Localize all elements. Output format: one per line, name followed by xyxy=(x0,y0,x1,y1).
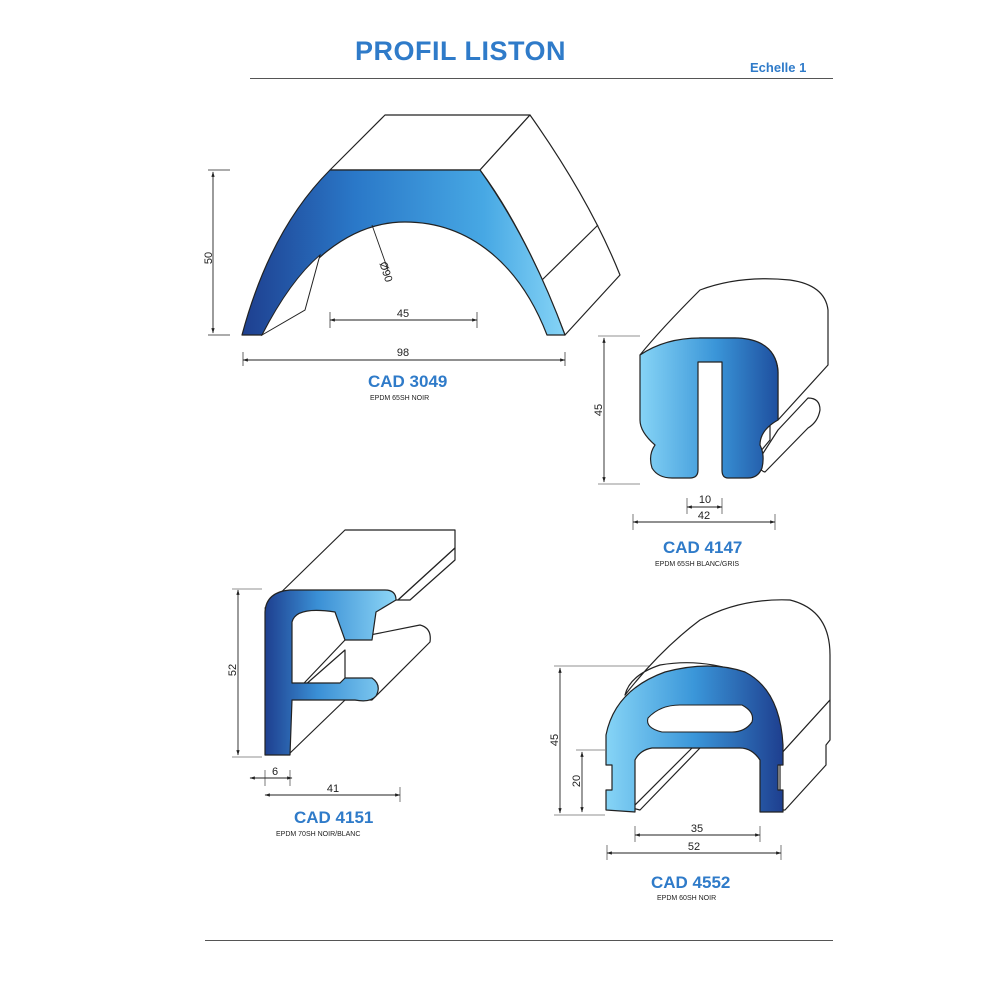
cad-3049-radius-leader xyxy=(371,224,389,271)
cad-3049-radius-label: Ø90 xyxy=(377,260,395,283)
cad-3049-height-label: 50 xyxy=(203,252,215,264)
cad-4552-side-label: 20 xyxy=(571,775,583,787)
cad-3049-width-label: 98 xyxy=(397,347,409,359)
header-rule xyxy=(250,78,833,79)
cad-4552-material: EPDM 60SH NOIR xyxy=(657,895,717,902)
cad-4151-wall-label: 6 xyxy=(272,766,278,778)
profile-cad-3049: Ø90 50 45 98 xyxy=(203,114,621,366)
cad-4147-width-label: 42 xyxy=(698,510,710,522)
cad-4147-section xyxy=(639,337,779,479)
cad-4151-section xyxy=(264,589,397,756)
cad-4147-ref: CAD 4147 xyxy=(663,538,743,557)
scale-label: Echelle 1 xyxy=(750,60,807,75)
cad-4552-ref: CAD 4552 xyxy=(651,873,731,892)
cad-4147-gap-label: 10 xyxy=(699,494,711,506)
cad-4151-ref: CAD 4151 xyxy=(294,808,374,827)
cad-3049-inner-shade xyxy=(260,253,321,337)
cad-4552-section xyxy=(605,665,784,813)
cad-3049-ref: CAD 3049 xyxy=(368,372,448,391)
cad-3049-section xyxy=(241,169,566,336)
cad-4151-height-label: 52 xyxy=(227,664,239,676)
cad-4147-height-label: 45 xyxy=(593,404,605,416)
cad-4552-inner-hole xyxy=(647,704,754,733)
profile-cad-4151: 52 6 41 xyxy=(227,529,456,802)
cad-3049-extrusion xyxy=(329,114,621,336)
profile-cad-4147: 45 10 42 xyxy=(593,278,829,530)
profile-cad-4552: 45 20 35 52 xyxy=(549,599,831,860)
cad-3049-inner-label: 45 xyxy=(397,308,409,320)
cad-3049-material: EPDM 65SH NOIR xyxy=(370,395,430,402)
cad-4151-width-label: 41 xyxy=(327,783,339,795)
cad-4552-width-label: 52 xyxy=(688,841,700,853)
cad-4147-material: EPDM 65SH BLANC/GRIS xyxy=(655,561,740,568)
cad-4151-material: EPDM 70SH NOIR/BLANC xyxy=(276,831,361,838)
cad-4552-height-label: 45 xyxy=(549,734,561,746)
footer-rule xyxy=(205,940,833,941)
cad-4151-extrusion xyxy=(264,529,456,756)
page-title: PROFIL LISTON xyxy=(355,36,567,66)
cad-4552-inner-label: 35 xyxy=(691,823,703,835)
